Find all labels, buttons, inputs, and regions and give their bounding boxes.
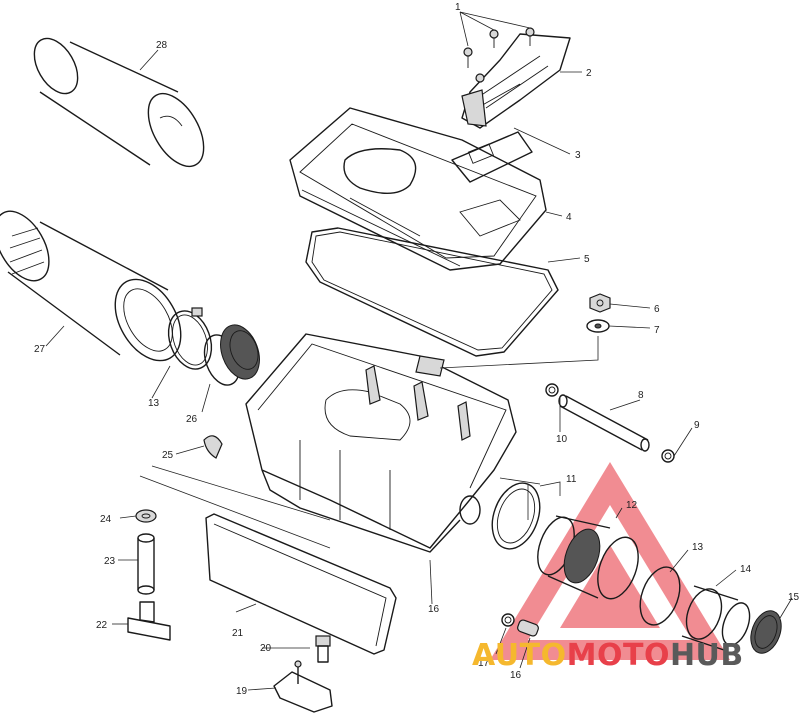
part-22-t-fitting [127,601,171,641]
callout-4: 4 [566,212,572,223]
part-4-airbox-lid [289,107,547,271]
part-5-seal [305,227,559,357]
callout-11: 11 [566,474,577,485]
watermark-part-moto: MOTO [566,638,670,673]
part-12-boot [537,515,639,600]
callout-26: 26 [186,414,198,425]
callout-28: 28 [156,40,168,51]
part-25-clip [203,435,223,459]
callout-labels: 1 2 3 4 5 6 7 8 9 10 11 12 13 14 15 16 1… [34,2,800,697]
callout-2: 2 [586,68,592,79]
watermark-triangle [490,462,730,660]
callout-22: 22 [96,620,108,631]
part-8-tube [558,394,650,452]
watermark-part-hub: HUB [669,638,744,673]
part-23-hose [137,533,155,595]
callout-3: 3 [575,150,581,161]
part-27-air-filter [0,210,182,362]
callout-15: 15 [788,592,800,603]
callout-16-plug: 16 [510,670,522,681]
callout-5: 5 [584,254,590,265]
part-10-clamp [545,383,559,397]
callout-12: 12 [626,500,638,511]
callout-13-right: 13 [692,542,704,553]
part-7-washer [586,319,610,333]
part-28-prefilter-sleeve [33,37,205,168]
callout-17: 17 [478,658,490,669]
callout-10: 10 [556,434,568,445]
callout-1: 1 [455,2,461,13]
part-14-cone [681,585,751,651]
leader-lines [45,11,793,691]
watermark-logo-text: AUTOMOTOHUB [472,638,744,673]
part-19-bracket [273,660,333,713]
part-13-clamp-left [167,307,213,370]
callout-27: 27 [34,344,46,355]
part-20-bolt [315,635,331,663]
callout-9: 9 [694,420,700,431]
callout-16-body: 16 [428,604,440,615]
callout-20: 20 [260,643,272,654]
part-26-adapter [203,324,260,386]
callout-8: 8 [638,390,644,401]
part-21-shield [205,513,397,655]
callout-13-left: 13 [148,398,160,409]
part-9-clamp [661,449,675,463]
watermark-part-auto: AUTO [472,638,567,673]
callout-24: 24 [100,514,112,525]
callout-19: 19 [236,686,248,697]
part-16-drain-plug [517,619,539,637]
part-16-airbox-body [245,333,517,553]
callout-14: 14 [740,564,752,575]
part-13-clamp-right [639,566,681,626]
part-1-screws [463,27,535,83]
callout-6: 6 [654,304,660,315]
callout-23: 23 [104,556,116,567]
part-6-nut [589,293,611,313]
callout-21: 21 [232,628,244,639]
part-24-clamp [135,509,157,523]
part-2-intake-duct [461,33,571,129]
callout-7: 7 [654,325,660,336]
part-15-ring [750,610,782,654]
part-11-o-ring [491,482,541,550]
part-17-clamp [501,613,515,627]
part-3-gasket-plate [451,131,533,183]
callout-25: 25 [162,450,174,461]
